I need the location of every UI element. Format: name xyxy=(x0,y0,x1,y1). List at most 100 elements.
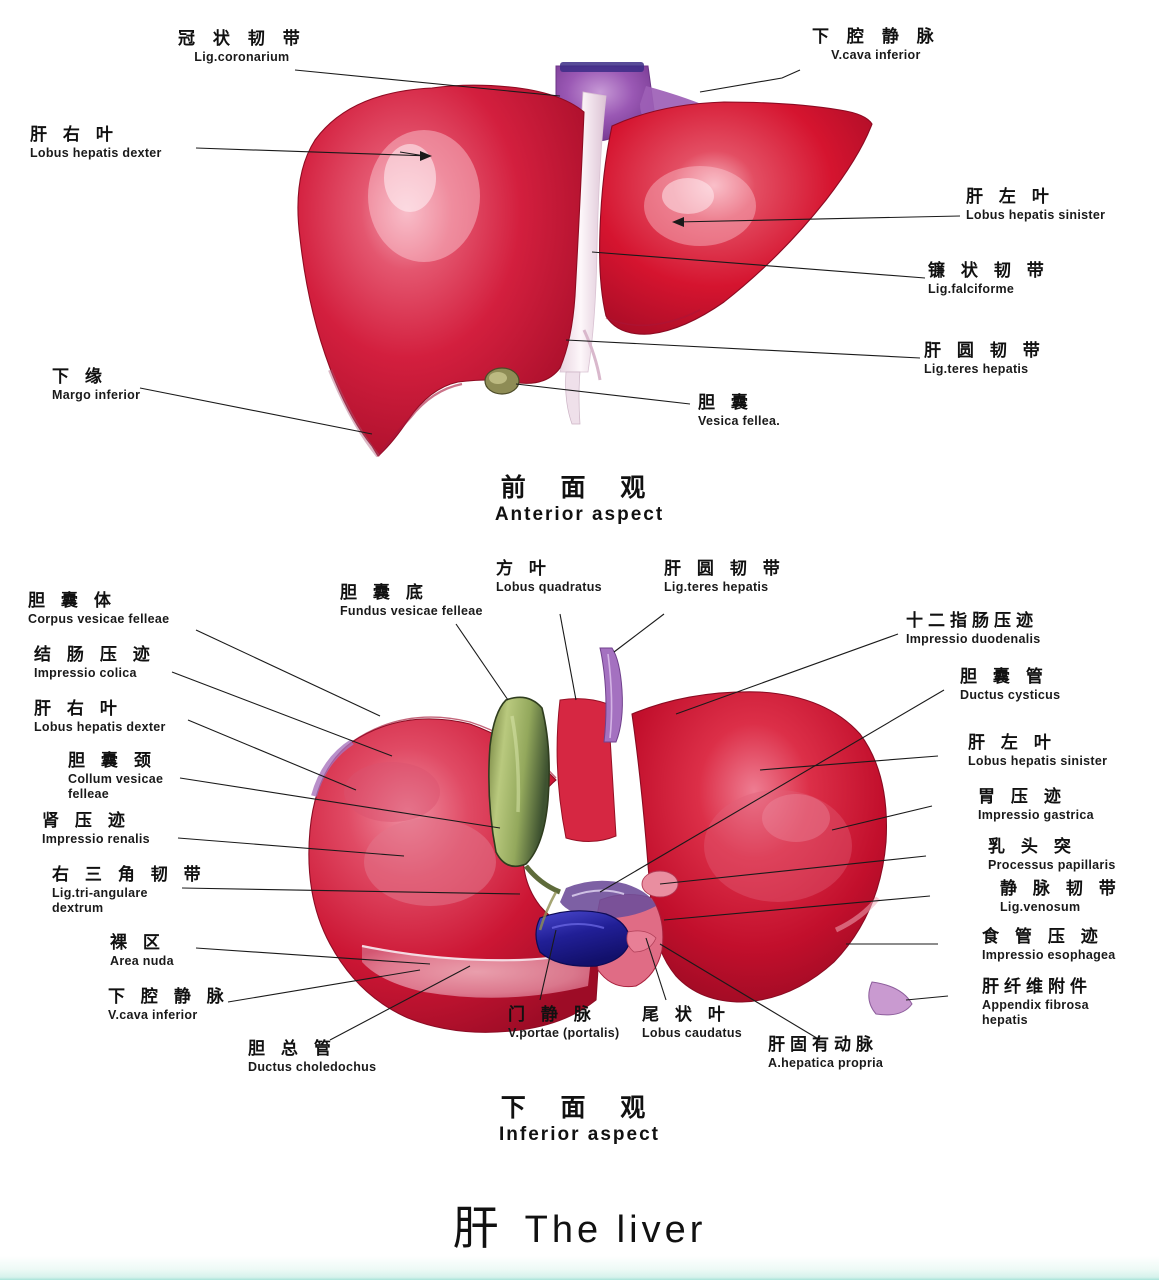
label-collum-vesicae-felleae: 胆 囊 颈 Collum vesicae felleae xyxy=(68,751,163,802)
label-la: Lig.tri-angulare xyxy=(52,885,148,900)
label-cn: 胆 囊 管 xyxy=(960,667,1048,687)
label-cn: 肝纤维附件 xyxy=(982,977,1092,997)
label-la: V.cava inferior xyxy=(831,47,921,62)
label-la: Impressio colica xyxy=(34,665,137,680)
label-lig-venosum: 静 脉 韧 带 Lig.venosum xyxy=(1000,879,1121,915)
label-cn: 胆 囊 xyxy=(698,393,753,413)
label-cn: 乳 头 突 xyxy=(988,837,1076,857)
label-cn: 胆 总 管 xyxy=(248,1039,336,1059)
label-la: Margo inferior xyxy=(52,387,141,402)
label-la: Corpus vesicae felleae xyxy=(28,611,170,626)
label-lobus-caudatus: 尾 状 叶 Lobus caudatus xyxy=(642,1005,743,1041)
label-v-cava-inferior-inf: 下 腔 静 脉 V.cava inferior xyxy=(108,987,229,1023)
label-a-hepatica-propria: 肝固有动脉 A.hepatica propria xyxy=(768,1035,884,1071)
label-corpus-vesicae-felleae: 胆 囊 体 Corpus vesicae felleae xyxy=(28,591,170,627)
label-la: V.portae (portalis) xyxy=(508,1025,620,1040)
label-cn: 十二指肠压迹 xyxy=(906,611,1038,631)
label-cn: 下 腔 静 脉 xyxy=(812,27,940,47)
label-la: Lig.teres hepatis xyxy=(664,579,769,594)
footer-band xyxy=(0,1256,1159,1280)
label-cn: 肝 右 叶 xyxy=(34,699,122,719)
label-impressio-gastrica: 胃 压 迹 Impressio gastrica xyxy=(978,787,1094,823)
label-impressio-renalis: 肾 压 迹 Impressio renalis xyxy=(42,811,150,847)
label-la: Lobus hepatis dexter xyxy=(30,145,162,160)
label-appendix-fibrosa-hepatis: 肝纤维附件 Appendix fibrosa hepatis xyxy=(982,977,1092,1028)
label-la: Lobus quadratus xyxy=(496,579,602,594)
label-vesica-fellea: 胆 囊 Vesica fellea. xyxy=(698,393,781,429)
label-lobus-hepatis-dexter-inf: 肝 右 叶 Lobus hepatis dexter xyxy=(34,699,166,735)
label-la: A.hepatica propria xyxy=(768,1055,884,1070)
label-la: Lobus caudatus xyxy=(642,1025,743,1040)
label-cn: 肝固有动脉 xyxy=(768,1035,878,1055)
label-lobus-hepatis-sinister: 肝 左 叶 Lobus hepatis sinister xyxy=(966,187,1106,223)
label-cn: 胆 囊 颈 xyxy=(68,751,156,771)
label-fundus-vesicae-felleae: 胆 囊 底 Fundus vesicae felleae xyxy=(340,583,483,619)
label-impressio-esophagea: 食 管 压 迹 Impressio esophagea xyxy=(982,927,1116,963)
label-cn: 肝 左 叶 xyxy=(968,733,1056,753)
label-impressio-duodenalis: 十二指肠压迹 Impressio duodenalis xyxy=(906,611,1041,647)
label-cn: 下 缘 xyxy=(52,367,107,387)
label-la: Lig.falciforme xyxy=(928,281,1015,296)
inferior-liver-art xyxy=(171,613,949,1041)
label-la: Impressio esophagea xyxy=(982,947,1116,962)
label-processus-papillaris: 乳 头 突 Processus papillaris xyxy=(988,837,1116,873)
anterior-liver-art xyxy=(139,62,961,458)
label-la: V.cava inferior xyxy=(108,1007,198,1022)
label-ductus-choledochus: 胆 总 管 Ductus choledochus xyxy=(248,1039,377,1075)
label-cn: 静 脉 韧 带 xyxy=(1000,879,1121,899)
label-la: Lobus hepatis sinister xyxy=(968,753,1108,768)
page-title-cn: 肝 xyxy=(452,1201,499,1255)
label-lobus-hepatis-dexter: 肝 右 叶 Lobus hepatis dexter xyxy=(30,125,162,161)
label-impressio-colica: 结 肠 压 迹 Impressio colica xyxy=(34,645,155,681)
caption-en: Anterior aspect xyxy=(494,504,665,526)
label-lobus-hepatis-sinister-inf: 肝 左 叶 Lobus hepatis sinister xyxy=(968,733,1108,769)
label-area-nuda: 裸 区 Area nuda xyxy=(110,933,174,969)
label-la: Impressio renalis xyxy=(42,831,150,846)
label-la: Appendix fibrosa xyxy=(982,997,1089,1012)
label-la: Area nuda xyxy=(110,953,174,968)
label-margo-inferior: 下 缘 Margo inferior xyxy=(52,367,141,403)
label-cn: 肝 圆 韧 带 xyxy=(664,559,785,579)
label-la: Lig.venosum xyxy=(1000,899,1081,914)
label-cn: 胆 囊 底 xyxy=(340,583,428,603)
label-cn: 肝 圆 韧 带 xyxy=(924,341,1045,361)
caption-inferior: 下 面 观 Inferior aspect xyxy=(0,1092,1159,1148)
label-v-portae: 门 静 脉 V.portae (portalis) xyxy=(508,1005,620,1041)
caption-en: Inferior aspect xyxy=(499,1124,660,1146)
label-la: Impressio gastrica xyxy=(978,807,1094,822)
label-cn: 胃 压 迹 xyxy=(978,787,1066,807)
caption-anterior: 前 面 观 Anterior aspect xyxy=(0,472,1159,528)
label-la2: hepatis xyxy=(982,1012,1028,1027)
caption-cn: 下 面 观 xyxy=(500,1093,659,1122)
label-la: Fundus vesicae felleae xyxy=(340,603,483,618)
label-cn: 食 管 压 迹 xyxy=(982,927,1103,947)
label-cn: 肝 右 叶 xyxy=(30,125,118,145)
label-lig-teres-hepatis-inf: 肝 圆 韧 带 Lig.teres hepatis xyxy=(664,559,785,595)
label-la: Lig.teres hepatis xyxy=(924,361,1029,376)
label-cn: 门 静 脉 xyxy=(508,1005,596,1025)
label-v-cava-inferior: 下 腔 静 脉 V.cava inferior xyxy=(812,27,940,63)
label-cn: 下 腔 静 脉 xyxy=(108,987,229,1007)
label-la2: felleae xyxy=(68,786,110,801)
label-la: Ductus cysticus xyxy=(960,687,1061,702)
label-cn: 肾 压 迹 xyxy=(42,811,130,831)
label-cn: 右 三 角 韧 带 xyxy=(52,865,206,885)
label-la: Processus papillaris xyxy=(988,857,1116,872)
label-la2: dextrum xyxy=(52,900,104,915)
label-ductus-cysticus: 胆 囊 管 Ductus cysticus xyxy=(960,667,1061,703)
label-cn: 方 叶 xyxy=(496,559,551,579)
caption-cn: 前 面 观 xyxy=(500,473,659,502)
label-cn: 裸 区 xyxy=(110,933,165,953)
label-la: Impressio duodenalis xyxy=(906,631,1041,646)
label-cn: 肝 左 叶 xyxy=(966,187,1054,207)
label-lig-coronarium: 冠 状 韧 带 Lig.coronarium xyxy=(178,29,306,65)
label-la: Ductus choledochus xyxy=(248,1059,377,1074)
label-cn: 尾 状 叶 xyxy=(642,1005,730,1025)
label-la: Lig.coronarium xyxy=(194,49,290,64)
label-la: Vesica fellea. xyxy=(698,413,781,428)
label-la: Lobus hepatis sinister xyxy=(966,207,1106,222)
label-cn: 冠 状 韧 带 xyxy=(178,29,306,49)
label-lig-triangulare-dextrum: 右 三 角 韧 带 Lig.tri-angulare dextrum xyxy=(52,865,206,916)
label-cn: 结 肠 压 迹 xyxy=(34,645,155,665)
